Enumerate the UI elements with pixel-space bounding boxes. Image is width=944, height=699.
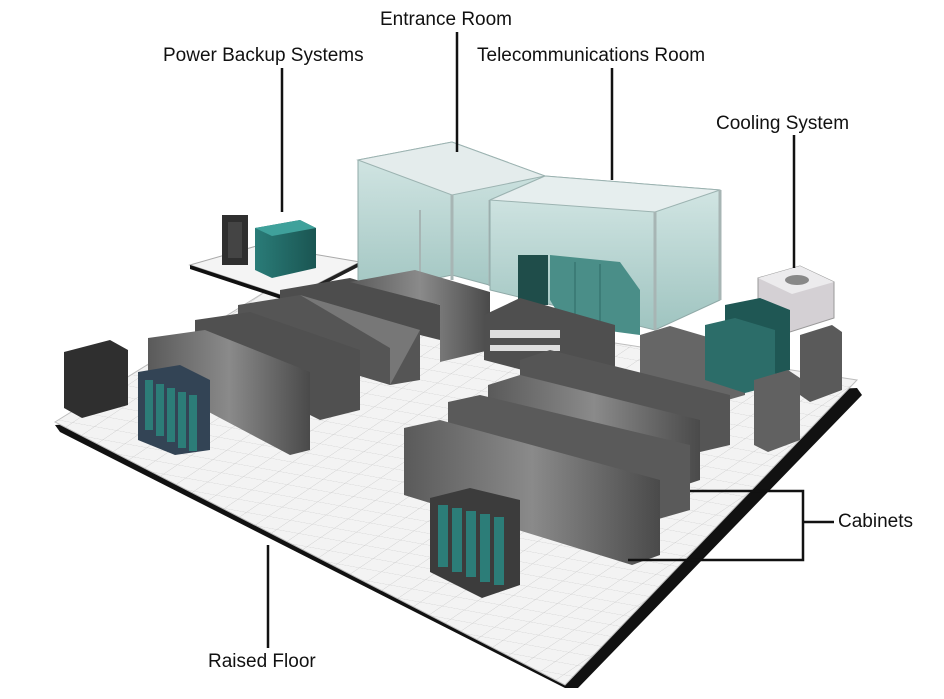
- cabinet-rows-right: [404, 298, 842, 598]
- label-power-backup-systems: Power Backup Systems: [163, 45, 364, 66]
- label-cooling-system: Cooling System: [716, 113, 850, 134]
- label-entrance-room: Entrance Room: [380, 9, 513, 30]
- label-raised-floor: Raised Floor: [208, 651, 316, 672]
- leader-lines: [266, 32, 834, 648]
- power-backup-platform: [188, 215, 362, 302]
- label-cabinets: Cabinets: [838, 511, 913, 532]
- leader-cabinets-bracket: [628, 489, 805, 562]
- label-telecommunications-room: Telecommunications Room: [477, 45, 706, 66]
- cabinet-rows-left: [64, 270, 490, 455]
